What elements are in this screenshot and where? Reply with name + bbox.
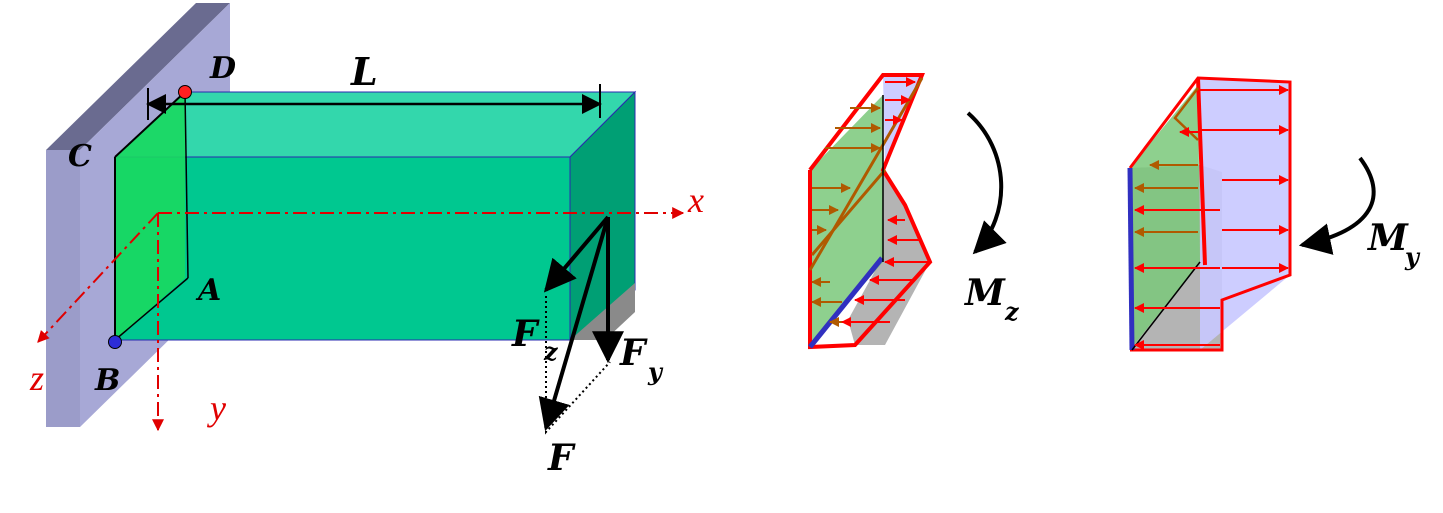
wall-front-face bbox=[46, 150, 80, 427]
force-Fz-vector bbox=[543, 215, 610, 293]
label-B: B bbox=[94, 363, 120, 398]
label-My: M bbox=[1366, 217, 1409, 259]
moment-Mz-arrow bbox=[966, 111, 1007, 255]
my-neutral-axis bbox=[1127, 167, 1135, 351]
force-F-vector bbox=[538, 216, 610, 432]
my-tension-edge bbox=[1196, 77, 1207, 266]
point-B-marker bbox=[108, 335, 122, 349]
label-L: L bbox=[350, 49, 378, 94]
stress-distribution-Mz: M z bbox=[808, 73, 1020, 350]
label-Mz: M bbox=[963, 272, 1006, 314]
my-section-diagonal bbox=[1131, 261, 1201, 351]
label-F: F bbox=[547, 437, 576, 479]
mz-stress-envelope bbox=[808, 73, 933, 350]
beam-end-shadow bbox=[570, 283, 635, 340]
label-A: A bbox=[195, 273, 221, 308]
label-y-axis: y bbox=[207, 388, 226, 428]
point-D-marker bbox=[178, 85, 192, 99]
label-Fz: F bbox=[511, 313, 540, 355]
beam-top-face bbox=[113, 91, 637, 158]
cantilever-beam-figure: L D C A B x y z F F z F y bbox=[29, 3, 704, 479]
force-decomposition-dotted bbox=[545, 296, 611, 435]
z-axis bbox=[37, 212, 159, 343]
moment-My-arrow bbox=[1298, 156, 1376, 255]
my-tension-prism bbox=[1198, 78, 1290, 350]
label-x-axis: x bbox=[687, 180, 704, 220]
label-Fy: F bbox=[619, 332, 648, 374]
mz-neutral-axis bbox=[808, 256, 884, 349]
mz-section bbox=[810, 95, 883, 347]
label-Fz-subscript: z bbox=[543, 337, 559, 366]
label-Fy-subscript: y bbox=[647, 357, 664, 386]
label-C: C bbox=[68, 139, 92, 174]
label-z-axis: z bbox=[29, 358, 44, 398]
mz-stress-profile bbox=[808, 77, 924, 271]
section-edge-DA bbox=[184, 91, 189, 279]
label-Mz-subscript: z bbox=[1004, 297, 1020, 326]
stress-distribution-My: M y bbox=[1127, 76, 1421, 352]
section-edge-AB bbox=[114, 277, 189, 341]
label-D: D bbox=[209, 51, 236, 86]
label-My-subscript: y bbox=[1404, 242, 1421, 271]
beam-section-face bbox=[115, 92, 185, 340]
wall-top-edge bbox=[46, 3, 230, 150]
mz-stress-profile-2 bbox=[810, 169, 887, 256]
